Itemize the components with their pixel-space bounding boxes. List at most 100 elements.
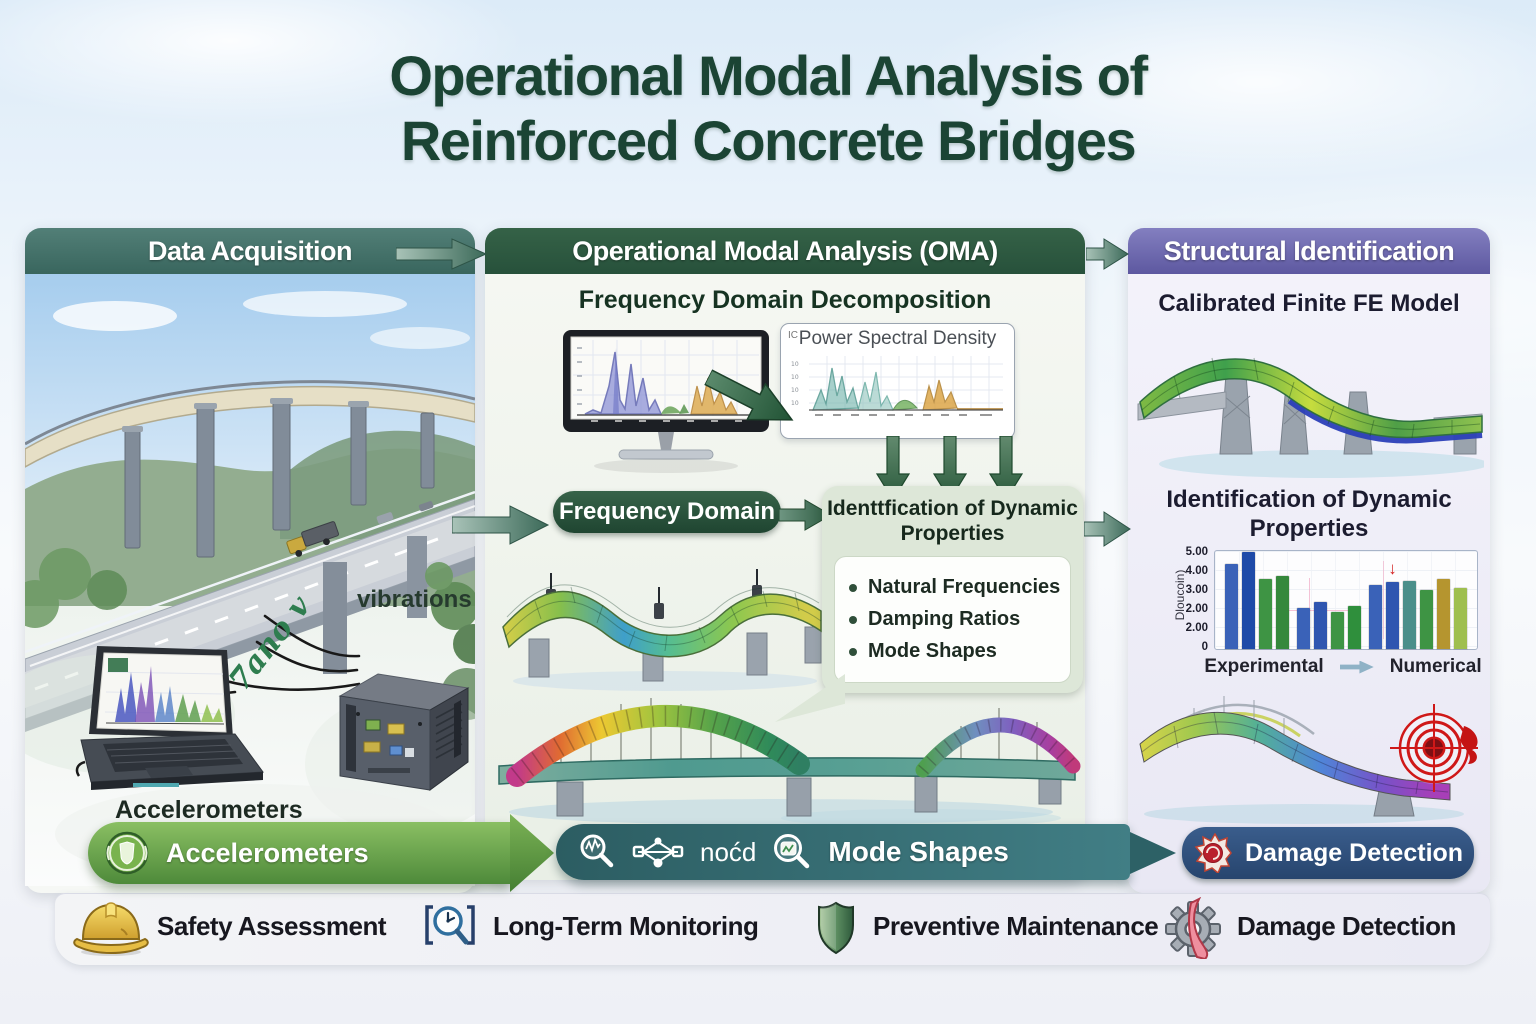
y-tick: 2.00 — [1185, 622, 1208, 634]
bar — [1403, 581, 1416, 649]
hard-hat-icon — [73, 902, 149, 956]
bullet-natural-frequencies: Natural Frequencies — [843, 576, 1062, 599]
y-tick: 3.00 — [1185, 584, 1208, 596]
page-title: Operational Modal Analysis of Reinforced… — [0, 44, 1536, 174]
svg-text:10: 10 — [791, 374, 799, 381]
bar-plot-area: ↓ — [1214, 550, 1478, 650]
bar-group — [1297, 551, 1361, 649]
shield-icon — [818, 901, 854, 955]
flow-arrow-badge — [779, 499, 833, 531]
flow-arrow-middle-to-right — [1086, 238, 1129, 270]
footer-safety-assessment: Safety Assessment — [157, 911, 387, 941]
y-tick: 5.00 — [1185, 546, 1208, 558]
identification-title: Identtfication of Dynamic Properties — [827, 497, 1078, 546]
structural-identification-header-label: Structural Identification — [1163, 235, 1455, 266]
footer-damage-detection: Damage Detection — [1237, 911, 1456, 941]
damage-detection-pill-label: Damage Detection — [1244, 838, 1464, 867]
flow-arrow-ident-to-right — [1084, 511, 1131, 547]
svg-text:10: 10 — [791, 400, 799, 407]
bullet-mode-shapes: Mode Shapes — [843, 640, 1062, 663]
bar — [1369, 585, 1382, 649]
svg-text:10: 10 — [791, 361, 799, 368]
x-label-numerical: Numerical — [1389, 656, 1482, 677]
frequency-domain-badge: Frequency Domain — [553, 491, 781, 533]
fdd-subtitle: Frequency Domain Decomposition — [578, 286, 992, 314]
burst-icon — [1194, 833, 1232, 873]
footer-long-term-monitoring: Long-Term Monitoring — [493, 911, 759, 941]
magnifier-wave-icon — [580, 834, 614, 868]
sensor-icon — [105, 831, 149, 875]
dynamic-properties-heading: Identification of Dynamic Properties — [1166, 486, 1452, 542]
psd-corner-label: IC — [788, 330, 798, 341]
bar-group — [1225, 551, 1289, 649]
vibrations-label: vibrations — [357, 586, 472, 613]
annotation-line — [1382, 560, 1384, 640]
accelerometers-banner: Accelerometers — [88, 822, 510, 884]
structural-identification-panel: Structural Identification Calibrated Fin… — [1128, 228, 1490, 893]
fe-model-bridge-illustration — [1137, 357, 1484, 478]
footer-preventive-maintenance: Preventive Maintenance — [873, 911, 1159, 941]
bullet-dot — [849, 583, 857, 592]
accelerometers-banner-label: Accelerometers — [166, 837, 369, 868]
bar — [1259, 579, 1272, 649]
bar — [1225, 563, 1238, 649]
psd-box: IC Power Spectral Density 10 10 10 10 — [780, 323, 1015, 439]
chart-magnifier-icon — [774, 834, 810, 869]
title-line-2: Reinforced Concrete Bridges — [400, 108, 1137, 172]
oma-header-label: Operational Modal Analysis (OMA) — [572, 235, 998, 266]
mode-shapes-banner-label: Mode Shapes — [828, 836, 1009, 867]
identification-box: Identtfication of Dynamic Properties Nat… — [822, 486, 1083, 693]
bar — [1297, 607, 1310, 649]
red-target-icon — [1390, 704, 1478, 792]
y-tick: 4.00 — [1185, 565, 1208, 577]
clock-magnifier-icon — [425, 905, 475, 945]
damage-location-bridge-illustration — [1139, 696, 1478, 824]
rainbow-arch-bridge-illustration — [498, 698, 1081, 827]
flow-arrow-monitor — [703, 369, 794, 421]
daq-unit-illustration — [338, 673, 470, 791]
node-network-icon — [632, 837, 684, 868]
bullet-damping-ratios: Damping Ratios — [843, 608, 1062, 631]
flow-arrow-left-to-middle — [396, 238, 488, 270]
flow-arrow-left-mid — [452, 505, 550, 545]
identification-bullet-card: Natural Frequencies Damping Ratios Mode … — [834, 556, 1071, 684]
damage-detection-pill: Damage Detection — [1182, 827, 1474, 879]
bullet-dot — [849, 615, 857, 624]
nocd-label: noćd — [700, 836, 757, 867]
bar: ↓ — [1386, 559, 1399, 649]
sensor-cables — [149, 614, 361, 696]
mode-shape-bridge-illustration — [502, 569, 822, 691]
bar — [1420, 590, 1433, 649]
structural-identification-header: Structural Identification — [1128, 228, 1490, 274]
bar — [1276, 575, 1289, 649]
laptop-illustration — [75, 646, 264, 790]
oma-panel: Operational Modal Analysis (OMA) Frequen… — [485, 228, 1085, 880]
data-acquisition-header-label: Data Acquisition — [147, 235, 353, 266]
comparison-bar-chart: Dloucoin) 5.00 4.00 3.00 2.00 2.00 0 ↓ E… — [1158, 546, 1482, 680]
accelerometers-caption: Accelerometers — [115, 796, 303, 824]
bar-group: ↓ — [1369, 551, 1467, 649]
bar — [1314, 601, 1327, 649]
oma-header: Operational Modal Analysis (OMA) — [485, 228, 1085, 274]
monitor-spectrum-illustration — [563, 330, 769, 473]
bar — [1331, 611, 1344, 649]
mode-shapes-banner: noćd Mode Shapes — [556, 824, 1130, 880]
data-acquisition-panel: Data Acquisition — [25, 228, 475, 893]
chart-x-labels: Experimental Numerical — [1198, 656, 1488, 678]
bullet-dot — [849, 647, 857, 656]
svg-text:10: 10 — [791, 387, 799, 394]
x-label-experimental: Experimental — [1204, 656, 1324, 677]
bar — [1348, 605, 1361, 649]
title-line-1: Operational Modal Analysis of — [389, 44, 1148, 107]
bar — [1437, 579, 1450, 649]
psd-chart: 10 10 10 10 — [791, 356, 1003, 416]
psd-title: Power Spectral Density — [798, 328, 997, 349]
bar — [1454, 588, 1467, 649]
y-tick: 2.00 — [1185, 603, 1208, 615]
red-arrow-marker: ↓ — [1388, 559, 1397, 579]
experimental-to-numerical-arrow-icon — [1339, 660, 1374, 674]
y-tick: 0 — [1201, 641, 1208, 653]
footer-strip: Safety Assessment Long-Term Monitoring P… — [55, 893, 1490, 965]
cracked-gear-icon — [1165, 897, 1221, 959]
bar — [1242, 551, 1255, 649]
